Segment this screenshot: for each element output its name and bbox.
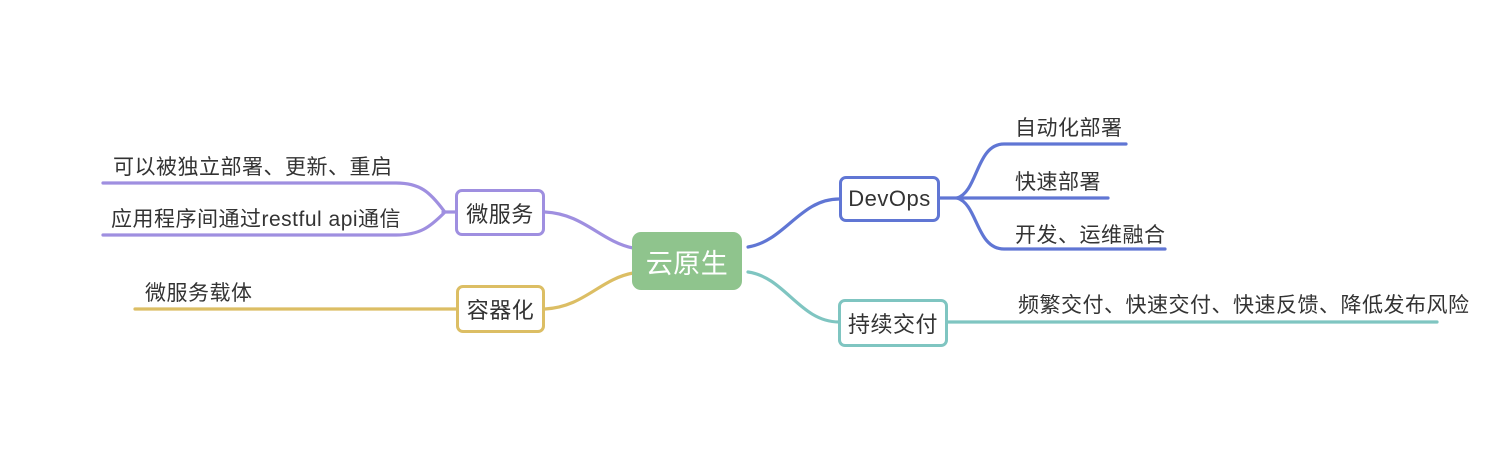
edge-root-continuous-delivery <box>746 270 841 324</box>
leaf-devops-merge[interactable]: 开发、运维融合 <box>1015 224 1166 247</box>
edge-root-containerization <box>543 271 635 311</box>
edge-underline-devops-merge <box>955 196 1167 251</box>
node-continuous-delivery[interactable]: 持续交付 <box>838 299 948 347</box>
leaf-devops-auto-deploy[interactable]: 自动化部署 <box>1015 117 1123 140</box>
edge-root-microservices <box>543 210 635 250</box>
node-root-cloud-native[interactable]: 云原生 <box>632 232 742 290</box>
leaf-cd-benefits[interactable]: 频繁交付、快速交付、快速反馈、降低发布风险 <box>1018 294 1470 317</box>
leaf-microservices-restful[interactable]: 应用程序间通过restful api通信 <box>111 208 402 231</box>
node-microservices[interactable]: 微服务 <box>455 189 545 236</box>
edge-underline-microservices-restful <box>101 211 446 237</box>
node-devops[interactable]: DevOps <box>839 176 940 222</box>
node-containerization[interactable]: 容器化 <box>456 285 545 333</box>
edge-root-devops <box>746 197 841 249</box>
leaf-devops-fast-deploy[interactable]: 快速部署 <box>1015 171 1101 194</box>
leaf-containerization-carrier[interactable]: 微服务载体 <box>145 282 253 305</box>
edge-underline-microservices-independent <box>101 181 446 213</box>
leaf-microservices-independent[interactable]: 可以被独立部署、更新、重启 <box>113 156 393 179</box>
edge-underline-devops-auto-deploy <box>955 142 1128 200</box>
